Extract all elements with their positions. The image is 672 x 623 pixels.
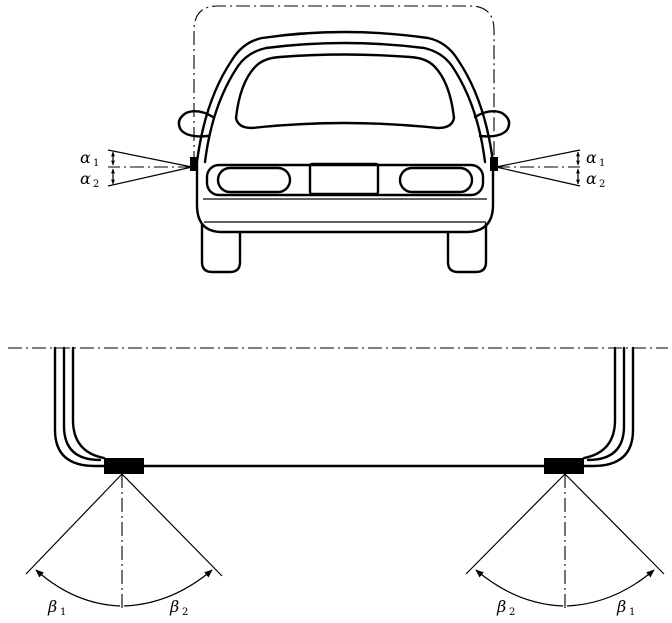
left-alpha2-subscript: 2 — [93, 179, 99, 190]
car-pillar-line — [203, 41, 487, 164]
right-beta2-arc — [475, 569, 564, 607]
right-alpha-lower-ray — [495, 166, 581, 187]
right-body-inner-edge — [586, 346, 626, 462]
right-beta-angles: β 2 β 1 — [465, 473, 665, 618]
right-side-lamp — [490, 157, 498, 171]
left-mirror — [177, 110, 215, 138]
rear-lamp-strip — [205, 163, 485, 197]
left-alpha1-label: α — [80, 148, 91, 167]
right-side-marker-lamp — [544, 458, 584, 474]
left-beta1-label: β — [47, 597, 57, 616]
right-beta1-subscript: 1 — [629, 607, 635, 618]
right-beta1-label: β — [616, 597, 626, 616]
left-tail-lamp — [216, 166, 292, 194]
left-beta1-subscript: 1 — [60, 607, 66, 618]
car-rear-view — [177, 5, 511, 274]
left-side-marker-lamp — [104, 458, 144, 474]
left-beta2-label: β — [169, 597, 179, 616]
vehicle-outline-envelope — [193, 5, 495, 165]
left-alpha-angles: α 1 α 2 — [80, 148, 193, 190]
left-beta1-arc — [35, 569, 121, 607]
right-alpha2-subscript: 2 — [599, 179, 605, 190]
right-beta1-arc — [566, 569, 655, 607]
license-plate — [308, 162, 380, 196]
left-alpha-lower-ray — [107, 166, 193, 187]
right-body-outer-edge — [582, 346, 635, 468]
right-alpha2-label: α — [586, 169, 597, 188]
right-body-third-edge — [582, 346, 617, 460]
right-beta-outer-ray — [564, 473, 665, 575]
left-beta-angles: β 1 β 2 — [25, 473, 223, 618]
left-body-outer-edge — [53, 346, 108, 468]
left-beta-outer-ray — [25, 473, 123, 575]
right-alpha-angles: α 1 α 2 — [495, 148, 605, 190]
left-wheel — [200, 222, 242, 274]
left-alpha2-label: α — [80, 169, 91, 188]
left-beta-inner-ray — [121, 473, 223, 577]
right-alpha1-subscript: 1 — [599, 158, 605, 169]
right-tail-lamp — [398, 166, 474, 194]
right-beta2-label: β — [496, 597, 506, 616]
right-alpha-upper-ray — [495, 149, 581, 168]
left-body-inner-edge — [62, 346, 102, 462]
left-alpha-upper-ray — [107, 149, 193, 168]
left-side-lamp — [190, 157, 198, 171]
right-alpha1-label: α — [586, 148, 597, 167]
rear-window — [234, 53, 456, 130]
left-alpha1-subscript: 1 — [93, 158, 99, 169]
right-wheel — [446, 222, 488, 274]
left-beta2-subscript: 2 — [182, 607, 188, 618]
right-beta-inner-ray — [465, 473, 566, 575]
right-mirror — [473, 110, 511, 138]
left-beta2-arc — [123, 569, 213, 607]
car-body-outline — [195, 30, 495, 234]
left-body-third-edge — [71, 346, 106, 460]
vehicle-top-view — [8, 346, 668, 474]
right-beta2-subscript: 2 — [509, 607, 515, 618]
